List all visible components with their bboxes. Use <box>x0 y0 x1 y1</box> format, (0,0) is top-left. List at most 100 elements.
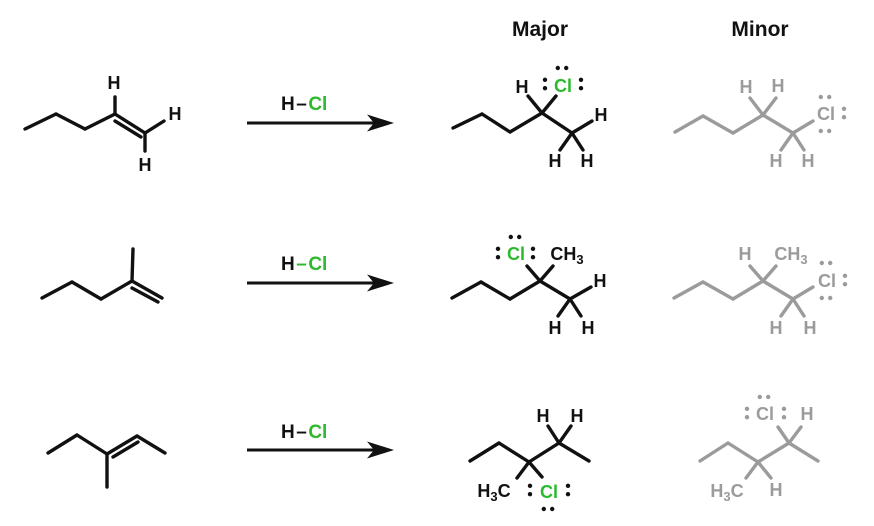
lone-pair-dot <box>508 234 513 240</box>
bond <box>130 286 160 304</box>
hcl-reagent-label: H–Cl <box>281 422 327 443</box>
lone-pair-dot <box>541 506 546 512</box>
bond <box>527 441 561 464</box>
bond <box>83 112 117 131</box>
bond <box>23 112 58 131</box>
label-h: H <box>108 73 121 93</box>
label-h: H <box>770 480 783 500</box>
lone-pair-dot <box>517 234 522 240</box>
bond <box>791 119 815 135</box>
bond <box>75 433 109 456</box>
label-h: H <box>740 77 753 97</box>
lone-pair-dot <box>565 483 571 488</box>
bond <box>540 111 574 135</box>
bond <box>451 112 484 130</box>
bond <box>450 280 483 300</box>
column-header-minor: Minor <box>731 18 788 41</box>
bond <box>568 285 593 301</box>
lone-pair-dot <box>527 483 533 488</box>
bond <box>761 279 795 301</box>
lone-pair-dot <box>555 65 560 71</box>
lone-pair-dot <box>564 65 569 71</box>
label-h: H <box>772 76 785 96</box>
lone-pair-dot <box>550 506 555 512</box>
label-h3c: H3C <box>710 481 743 504</box>
lone-pair-dot <box>766 394 771 400</box>
reaction-arrow-1: H–Cl <box>247 94 394 132</box>
bond <box>113 112 147 135</box>
label-h: H <box>804 318 817 338</box>
bond <box>557 441 591 463</box>
label-h: H <box>595 105 608 125</box>
lone-pair-dot <box>744 415 750 420</box>
lone-pair-dot <box>542 77 548 83</box>
label-ch3: CH3 <box>774 244 807 267</box>
bond <box>527 460 544 479</box>
bond <box>526 94 544 115</box>
label-ch3: CH3 <box>550 244 583 267</box>
label-h: H <box>169 104 182 124</box>
bond <box>779 131 795 152</box>
bond <box>673 114 705 134</box>
label-h: H <box>549 151 562 171</box>
bond <box>497 441 531 464</box>
bond <box>556 297 572 318</box>
bond <box>791 131 806 152</box>
lone-pair-dot <box>842 273 848 278</box>
reactant-2-methyl-1-pentene <box>40 247 164 304</box>
label-h: H <box>801 404 814 424</box>
column-header-major: Major <box>512 18 568 41</box>
lone-pair-dot <box>781 415 787 420</box>
bond <box>570 119 594 135</box>
bond <box>99 279 134 301</box>
bond <box>761 264 778 283</box>
lone-pair-dot <box>818 128 823 134</box>
lone-pair-dot <box>842 282 848 287</box>
label-cl: Cl <box>817 104 835 124</box>
label-cl: Cl <box>818 271 836 291</box>
label-cl: Cl <box>554 76 572 96</box>
bond <box>135 434 167 455</box>
bond <box>756 441 791 464</box>
lone-pair-dot <box>828 295 833 301</box>
lone-pair-dot <box>827 94 832 100</box>
lone-pair-dot <box>527 492 533 497</box>
reaction-arrow-2: H–Cl <box>247 254 394 292</box>
bond <box>540 94 558 115</box>
lone-pair-dot <box>841 106 847 112</box>
bond <box>130 279 164 300</box>
bond <box>761 113 795 135</box>
label-h: H <box>582 318 595 338</box>
bond <box>40 280 74 300</box>
bond <box>761 96 778 117</box>
bond <box>546 424 561 445</box>
lone-pair-dot <box>757 394 762 400</box>
lone-pair-dot <box>530 246 536 251</box>
bond <box>698 441 730 463</box>
bond <box>756 460 773 480</box>
lone-pair-dot <box>841 115 847 120</box>
bond <box>748 264 765 283</box>
bond <box>672 280 705 300</box>
label-h: H <box>549 318 562 338</box>
bond <box>557 424 573 445</box>
label-h: H <box>770 318 783 338</box>
bond <box>776 425 791 445</box>
hcl-reagent-label: H–Cl <box>281 254 327 275</box>
label-h: H <box>139 155 152 175</box>
reaction-arrow-3: H–Cl <box>247 422 394 459</box>
lone-pair-dot <box>818 94 823 100</box>
label-h: H <box>770 151 783 171</box>
bond <box>731 113 765 135</box>
lone-pair-dot <box>744 406 750 411</box>
bond <box>46 433 79 455</box>
label-h: H <box>739 244 752 264</box>
lone-pair-dot <box>578 86 584 91</box>
